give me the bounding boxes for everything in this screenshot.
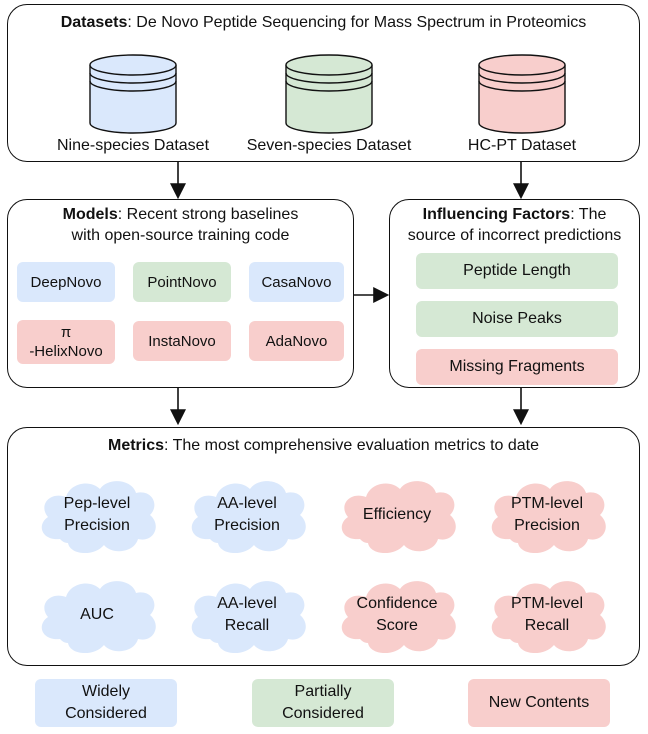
metric-label-line2: Precision xyxy=(514,517,580,534)
cloud-shape-icon xyxy=(341,581,456,654)
hc-pt-label: HC-PT Dataset xyxy=(467,137,577,154)
helixnovo-label: -HelixNovo xyxy=(29,343,103,360)
metric-label-line1: PTM-level xyxy=(510,595,583,612)
metric-label-line1: Confidence xyxy=(356,595,438,612)
factor-noise-peaks: Noise Peaks xyxy=(416,301,618,337)
metric-label-line2: Precision xyxy=(64,517,130,534)
factors-title: Influencing Factors: The xyxy=(390,205,639,225)
legend-widely-line2: Considered xyxy=(65,705,147,722)
metric-label-line1: Pep-level xyxy=(63,495,131,512)
factors-title-rest: : The xyxy=(570,206,607,223)
pi-symbol: π xyxy=(60,324,72,341)
cloud-shape-icon xyxy=(491,581,606,654)
factors-title-bold: Influencing Factors xyxy=(422,206,571,223)
model-adanovo: AdaNovo xyxy=(249,321,344,361)
metrics-title-rest: : The most comprehensive evaluation metr… xyxy=(164,437,540,454)
model-pointnovo: PointNovo xyxy=(133,262,231,302)
seven-species-label: Seven-species Dataset xyxy=(246,137,412,154)
metric-label: AUC xyxy=(34,573,160,657)
metric-label-line2: Recall xyxy=(524,617,570,634)
cloud-shape-icon xyxy=(491,481,606,554)
cloud-shape-icon xyxy=(41,481,156,554)
models-subtitle: with open-source training code xyxy=(71,227,290,244)
factor-missing-fragments: Missing Fragments xyxy=(416,349,618,385)
metric-label-line1: AUC xyxy=(80,606,114,623)
model-casanovo: CasaNovo xyxy=(249,262,344,302)
models-title-rest: : Recent strong baselines xyxy=(117,206,299,223)
metric-label-line2: Precision xyxy=(214,517,280,534)
model-deepnovo: DeepNovo xyxy=(17,262,115,302)
models-title: Models: Recent strong baselines xyxy=(8,205,353,225)
metric-label-line1: PTM-level xyxy=(510,495,583,512)
model-pi-helixnovo: π -HelixNovo xyxy=(17,320,115,364)
datasets-title-bold: Datasets xyxy=(60,14,128,31)
nine-species-database-icon xyxy=(89,54,177,134)
metric-label-line1: AA-level xyxy=(217,595,277,612)
models-title-bold: Models xyxy=(62,206,118,223)
factor-peptide-length: Peptide Length xyxy=(416,253,618,289)
metrics-title-bold: Metrics xyxy=(107,437,165,454)
datasets-title-rest: : De Novo Peptide Sequencing for Mass Sp… xyxy=(127,14,587,31)
datasets-title: Datasets: De Novo Peptide Sequencing for… xyxy=(8,13,639,33)
models-panel: Models: Recent strong baselines with ope… xyxy=(7,199,354,388)
datasets-panel: Datasets: De Novo Peptide Sequencing for… xyxy=(7,4,640,162)
nine-species-label: Nine-species Dataset xyxy=(56,137,210,154)
legend-partially-considered: Partially Considered xyxy=(252,679,394,727)
hc-pt-database-icon xyxy=(478,54,566,134)
legend-widely-considered: Widely Considered xyxy=(35,679,177,727)
legend-new-contents: New Contents xyxy=(468,679,610,727)
cloud-shape-icon xyxy=(191,581,306,654)
metric-label-line2: Recall xyxy=(224,617,270,634)
metrics-title: Metrics: The most comprehensive evaluati… xyxy=(8,436,639,456)
legend-partially-line2: Considered xyxy=(282,705,364,722)
seven-species-database-icon xyxy=(285,54,373,134)
metric-cloud-auc: AUC xyxy=(34,573,160,657)
metric-label-line1: AA-level xyxy=(217,495,277,512)
factors-panel: Influencing Factors: The source of incor… xyxy=(389,199,640,388)
model-instanovo: InstaNovo xyxy=(133,321,231,361)
cloud-shape-icon xyxy=(41,581,156,654)
legend-partially-line1: Partially xyxy=(294,683,352,700)
factors-subtitle: source of incorrect predictions xyxy=(407,227,622,244)
metrics-panel: Metrics: The most comprehensive evaluati… xyxy=(7,427,640,666)
legend-widely-line1: Widely xyxy=(81,683,130,700)
metric-label: Efficiency xyxy=(334,473,460,557)
metric-label-line1: Efficiency xyxy=(362,506,432,523)
cloud-shape-icon xyxy=(191,481,306,554)
metric-cloud-efficiency: Efficiency xyxy=(334,473,460,557)
cloud-shape-icon xyxy=(341,481,456,554)
metric-label-line2: Score xyxy=(376,617,418,634)
